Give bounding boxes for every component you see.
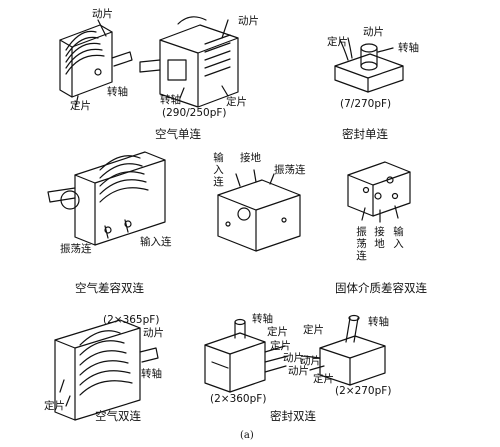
caption-sealed-dual: 密封双连 bbox=[270, 409, 316, 423]
label-input-vertical: 输入连 bbox=[213, 152, 224, 188]
air-dual-capacitor-drawing bbox=[54, 319, 159, 421]
air-single-capacitor-b-drawing bbox=[139, 16, 239, 108]
label-stator-f: 定片 bbox=[270, 340, 291, 352]
label-stator-b: 定片 bbox=[226, 96, 247, 108]
label-oscillator-vertical: 振荡连 bbox=[356, 226, 367, 262]
label-stator-h: 定片 bbox=[313, 373, 334, 385]
label-rotor-a: 动片 bbox=[92, 8, 113, 20]
caption-air-single: 空气单连 bbox=[155, 127, 201, 141]
label-shaft-a: 转轴 bbox=[107, 86, 128, 98]
label-shaft-f: 转轴 bbox=[368, 316, 389, 328]
capacitance-2x270: (2×270pF) bbox=[335, 385, 392, 397]
sealed-dual-capacitor-b-drawing bbox=[303, 314, 386, 386]
sealed-dual-capacitor-a-drawing bbox=[204, 318, 289, 393]
label-rotor-c: 动片 bbox=[363, 26, 384, 38]
label-input-vertical-b: 输入 bbox=[393, 226, 404, 250]
label-ground-vertical: 接地 bbox=[374, 226, 385, 250]
capacitance-2x360: (2×360pF) bbox=[210, 393, 267, 405]
label-shaft-e: 转轴 bbox=[252, 313, 273, 325]
label-shaft-b: 转轴 bbox=[160, 94, 181, 106]
label-rotor-e: 动片 bbox=[283, 352, 304, 364]
figure-label: (a) bbox=[240, 430, 254, 441]
label-shaft-d: 转轴 bbox=[141, 368, 162, 380]
label-stator-g: 定片 bbox=[303, 324, 324, 336]
air-single-capacitor-a-drawing bbox=[59, 19, 133, 106]
caption-air-diff-dual: 空气差容双连 bbox=[75, 281, 144, 295]
caption-sealed-single: 密封单连 bbox=[342, 127, 388, 141]
label-stator-e: 定片 bbox=[267, 326, 288, 338]
capacitance-2x365: (2×365pF) bbox=[103, 314, 160, 326]
capacitance-290-250: (290/250pF) bbox=[162, 107, 227, 119]
label-stator-a: 定片 bbox=[70, 100, 91, 112]
solid-dual-capacitor-center-drawing bbox=[217, 169, 301, 252]
solid-differential-dual-capacitor-drawing bbox=[347, 161, 411, 223]
caption-solid-diff-dual: 固体介质差容双连 bbox=[335, 281, 427, 295]
capacitance-7-270: (7/270pF) bbox=[340, 98, 392, 110]
label-ground-a: 接地 bbox=[240, 152, 261, 164]
label-rotor-g: 动片 bbox=[300, 355, 321, 367]
label-shaft-c: 转轴 bbox=[398, 42, 419, 54]
label-oscillator-b: 振荡连 bbox=[274, 164, 306, 176]
label-rotor-b: 动片 bbox=[238, 15, 259, 27]
label-rotor-d: 动片 bbox=[143, 327, 164, 339]
label-rotor-f: 动片 bbox=[288, 365, 309, 377]
label-stator-d: 定片 bbox=[44, 400, 65, 412]
label-input-a: 输入连 bbox=[140, 236, 172, 248]
label-oscillator-a: 振荡连 bbox=[60, 243, 92, 255]
sealed-single-capacitor-drawing bbox=[334, 37, 404, 93]
air-differential-dual-capacitor-drawing bbox=[47, 151, 166, 246]
label-stator-c: 定片 bbox=[327, 36, 348, 48]
caption-air-dual: 空气双连 bbox=[95, 409, 141, 423]
